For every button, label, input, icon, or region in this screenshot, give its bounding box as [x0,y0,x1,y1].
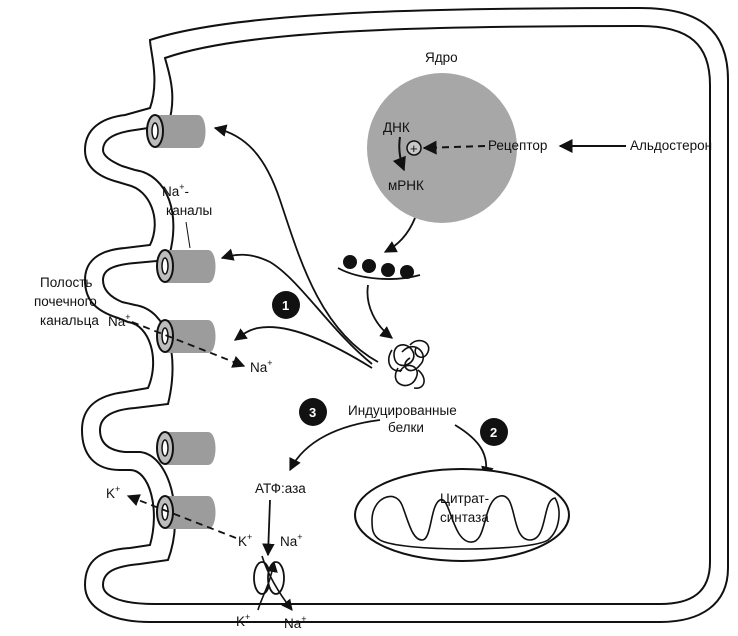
step-3-badge [299,398,327,426]
na-channel-top [146,114,206,148]
induced-proteins-line1: Индуцированные [348,403,457,418]
induced-proteins-line2: белки [388,420,424,435]
atpase-to-pump-arrow [262,499,275,557]
ribosome [381,263,395,277]
channels-leader-line [185,221,191,249]
citrate-synthase-line2: синтаза [440,510,489,525]
na-pump-label: Na+ [280,532,303,549]
na-channel-low [156,319,216,353]
protein-to-channel-top-arrow [213,124,379,363]
mitochondrion-cristae [371,495,560,550]
k-channel-lower [156,495,216,529]
k-into-cell-arrow [257,560,278,611]
k-channel-upper [156,431,216,465]
na-channel-mid [156,249,216,283]
lumen-label-line2: почечного [34,294,97,309]
channels-label: каналы [166,203,212,218]
ribosome [362,259,376,273]
cell-membrane-inner [98,24,711,605]
cell-membrane-outer [80,6,729,623]
na-in-label: Na+ [108,312,131,329]
step-1-badge [272,291,300,319]
mrna-strand [337,267,421,280]
dna-label: ДНК [383,120,410,135]
lumen-label-line3: канальца [40,313,99,328]
na-through-channel-arrow [131,321,246,368]
k-bottom-label: K+ [236,612,250,629]
receptor-to-dna-arrow [422,140,486,155]
aldosterone-label: Альдостерон [630,138,712,153]
na-out-of-cell-arrow [261,555,293,611]
na-channels-label: Na+- [162,182,189,199]
atpase-label: АТФ:аза [255,481,306,496]
step-2-number: 2 [490,425,497,440]
dna-to-mrna-arrow [392,136,406,172]
mitochondrion-outer [354,468,570,562]
na-out-label: Na+ [250,358,273,375]
ribosome-to-protein-arrow [366,284,394,339]
k-to-lumen-arrow [126,494,237,539]
protein-to-channel-low-arrow [233,326,373,369]
k-pump-label: K+ [238,532,252,549]
ribosome [343,255,357,269]
dna-plus-sign: + [410,141,418,156]
step-1-number: 1 [282,298,289,313]
nucleus-label: Ядро [425,50,458,65]
step-3-number: 3 [309,405,316,420]
nucleus-to-ribosome-arrow [383,217,416,253]
protein-to-atpase-arrow [289,419,381,472]
receptor-label: Рецептор [488,138,547,153]
dna-plus-circle [406,140,422,156]
ribosome [400,265,414,279]
nucleus [367,73,517,223]
protein-to-channel-mid-arrow [220,248,373,365]
mrna-label: мРНК [388,178,424,193]
na-bottom-label: Na+ [284,614,307,631]
citrate-synthase-line1: Цитрат- [440,491,489,506]
induced-protein-tangle [387,339,430,389]
step-2-badge [480,418,508,446]
k-lumen-label: K+ [106,484,120,501]
lumen-label-line1: Полость [40,275,92,290]
